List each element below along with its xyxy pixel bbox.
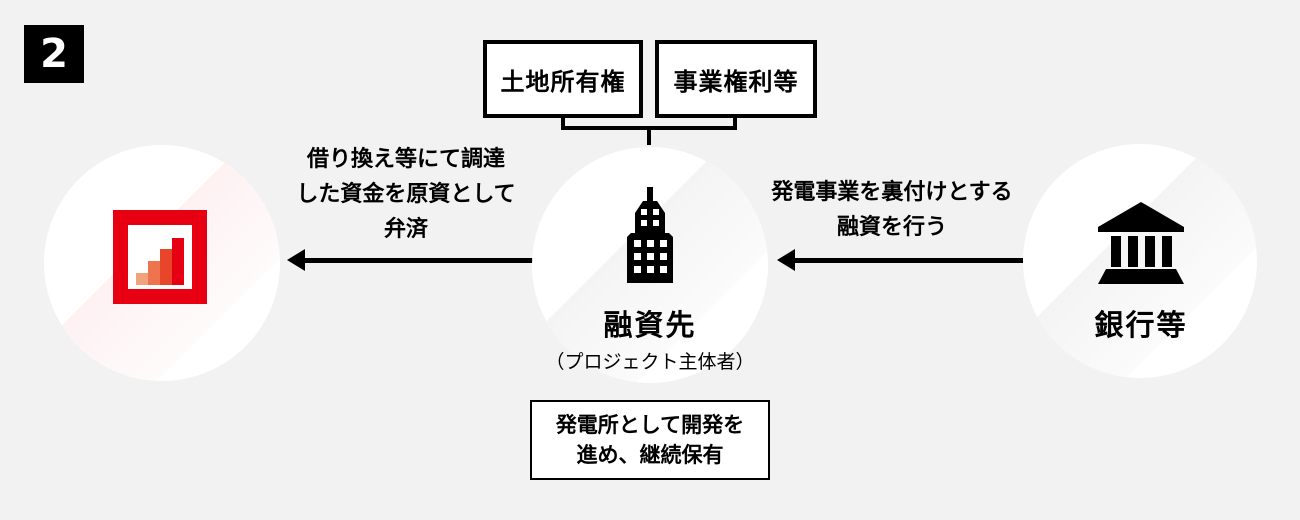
node-bank-circle: [1023, 144, 1257, 378]
node-company-circle: [44, 145, 280, 381]
right-arrowhead-icon: [777, 249, 795, 271]
bank-title: 銀行等: [1094, 308, 1188, 342]
connector-stub-right: [733, 116, 737, 130]
logo-bars: [136, 237, 184, 285]
node-borrower-circle: [532, 147, 768, 383]
borrower-title: 融資先: [603, 308, 697, 342]
office-building-icon: [622, 187, 678, 287]
bottom-note-box: 発電所として開発を 進め、継続保有: [530, 400, 770, 480]
bank-icon: [1098, 202, 1184, 288]
box-land-ownership: 土地所有権: [483, 40, 643, 118]
bar-chart-logo-icon: [113, 210, 207, 304]
left-arrow-line: [300, 258, 535, 263]
left-arrowhead-icon: [287, 249, 305, 271]
left-arrow-label: 借り換え等にて調達 した資金を原資として 弁済: [296, 147, 516, 242]
connector-stub-center: [647, 126, 651, 145]
borrower-subtitle: （プロジェクト主体者）: [545, 351, 755, 373]
right-arrow-line: [790, 258, 1023, 263]
box-business-rights: 事業権利等: [655, 40, 817, 118]
step-number-badge: 2: [24, 25, 84, 83]
right-arrow-label: 発電事業を裏付けとする 融資を行う: [771, 180, 1013, 240]
connector-stub-left: [561, 116, 565, 130]
long-shadow: [1023, 144, 1257, 378]
